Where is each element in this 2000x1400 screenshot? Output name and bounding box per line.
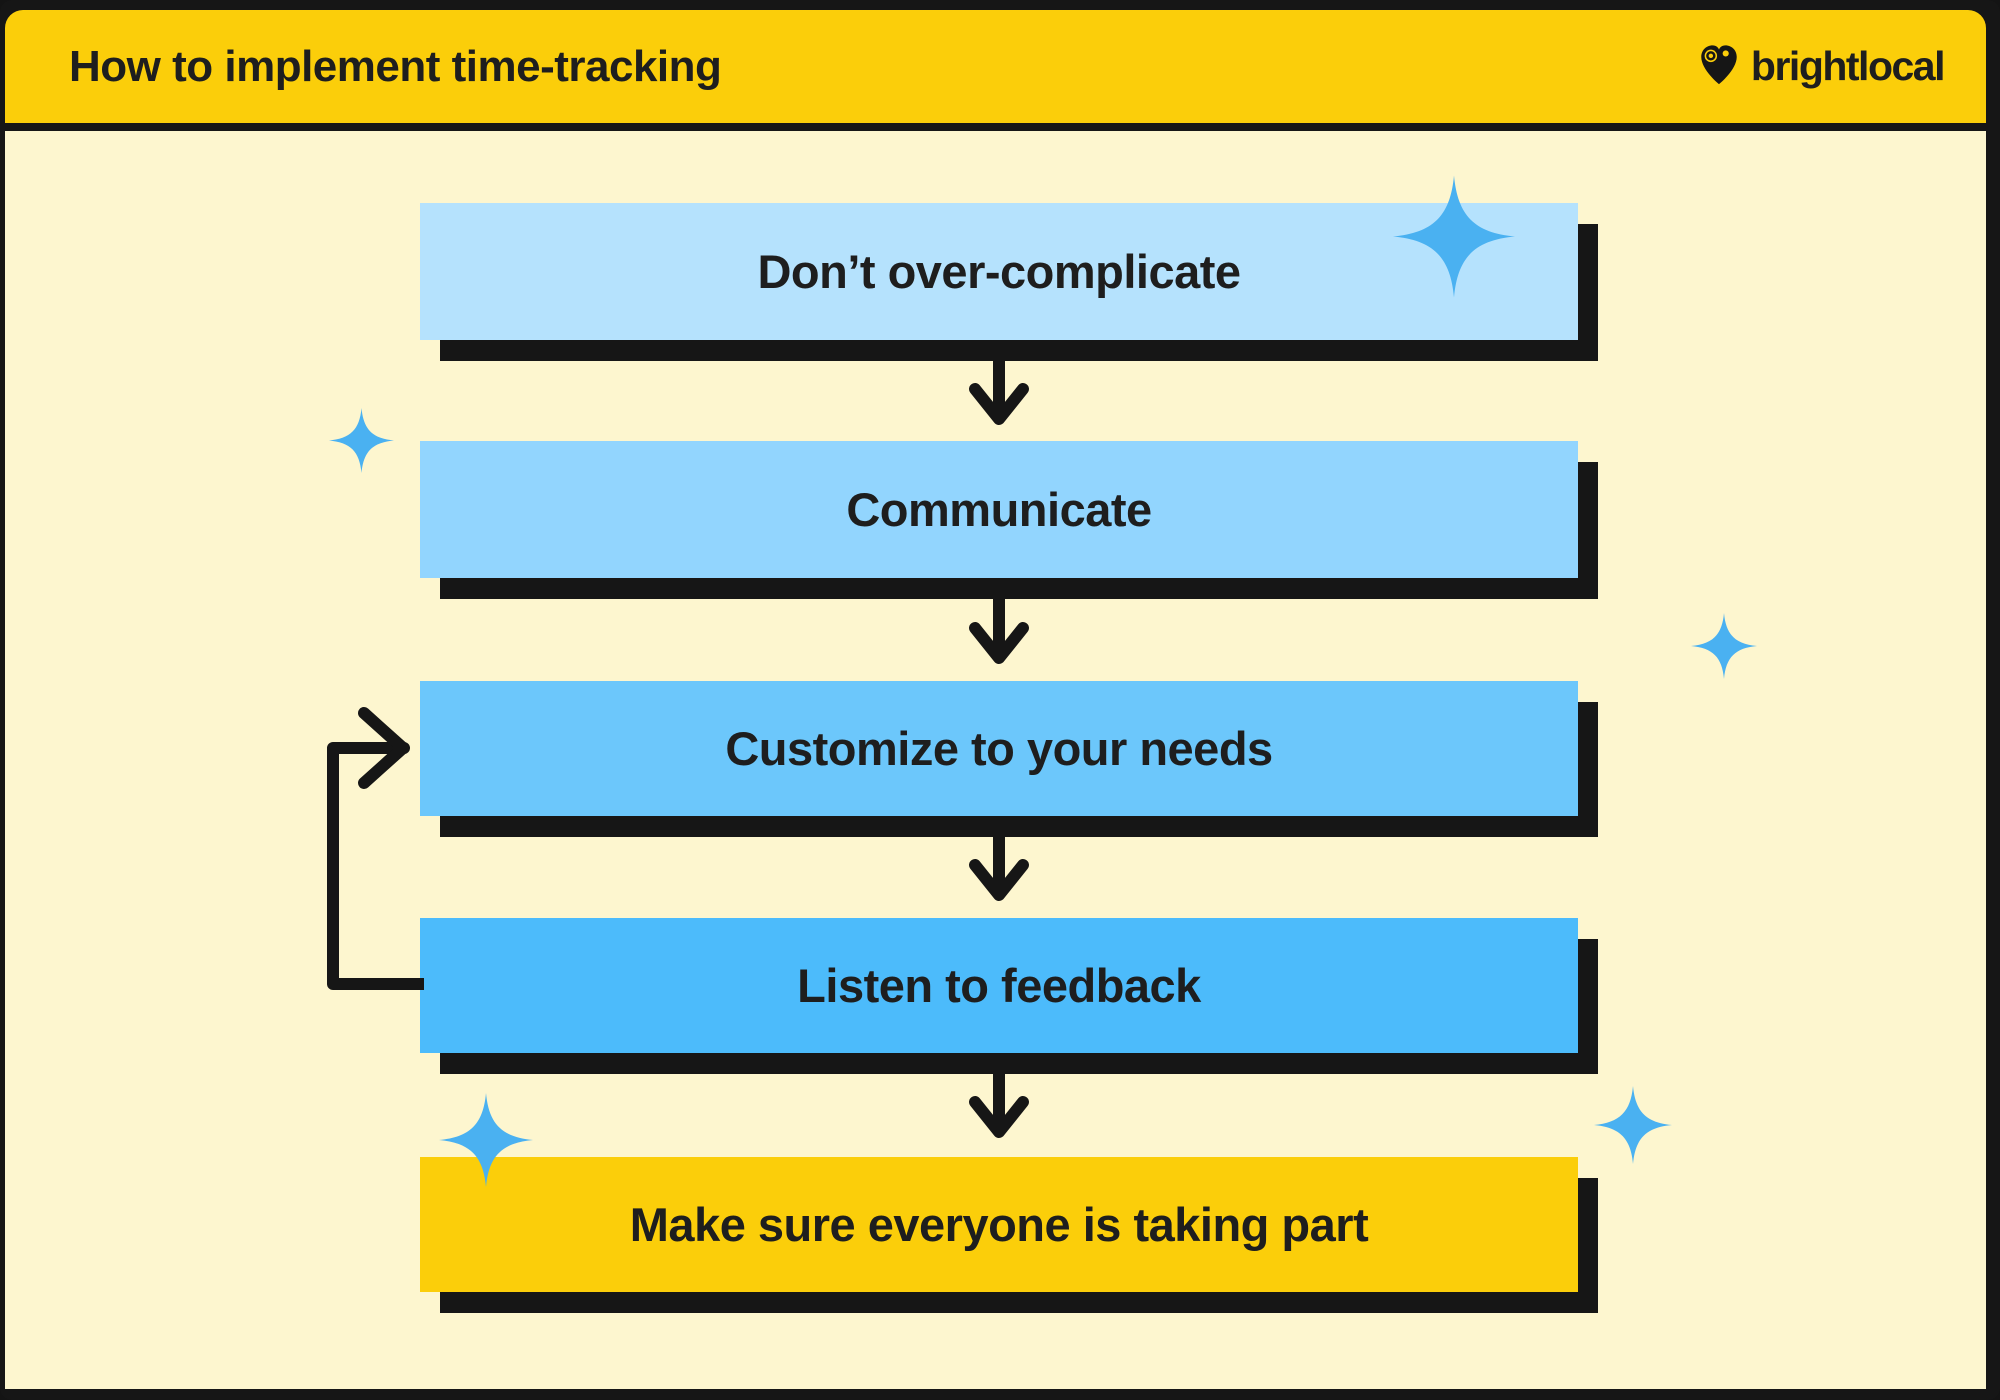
arrow-down-icon (969, 829, 1029, 901)
step-box-customize-to-your-needs: Customize to your needs (420, 681, 1578, 816)
arrow-down-icon (969, 1066, 1029, 1138)
page-title: How to implement time-tracking (69, 41, 722, 91)
sparkle-icon (1691, 611, 1757, 681)
step-label: Don’t over-complicate (757, 245, 1241, 298)
step-box-communicate: Communicate (420, 441, 1578, 578)
brand-name: brightlocal (1750, 43, 1946, 89)
loop-back-arrow-icon (327, 707, 424, 990)
arrow-down-icon (969, 592, 1029, 664)
sparkle-icon (1393, 175, 1515, 298)
sparkle-icon (328, 408, 395, 473)
brand-logo: brightlocal (1696, 41, 1946, 92)
step-box-listen-to-feedback: Listen to feedback (420, 918, 1578, 1053)
header-bar: How to implement time-tracking brightloc… (5, 10, 1986, 123)
sparkle-icon (439, 1093, 533, 1187)
step-label: Customize to your needs (725, 722, 1273, 775)
step-label: Listen to feedback (797, 959, 1201, 1012)
step-label: Make sure everyone is taking part (629, 1198, 1369, 1251)
arrow-down-icon (969, 353, 1029, 425)
step-box-make-sure-everyone-is-taking-part: Make sure everyone is taking part (420, 1157, 1578, 1292)
sparkle-icon (1594, 1086, 1672, 1164)
step-label: Communicate (846, 483, 1152, 536)
heart-map-pin-icon (1696, 41, 1742, 92)
step-box-dont-over-complicate: Don’t over-complicate (420, 203, 1578, 340)
